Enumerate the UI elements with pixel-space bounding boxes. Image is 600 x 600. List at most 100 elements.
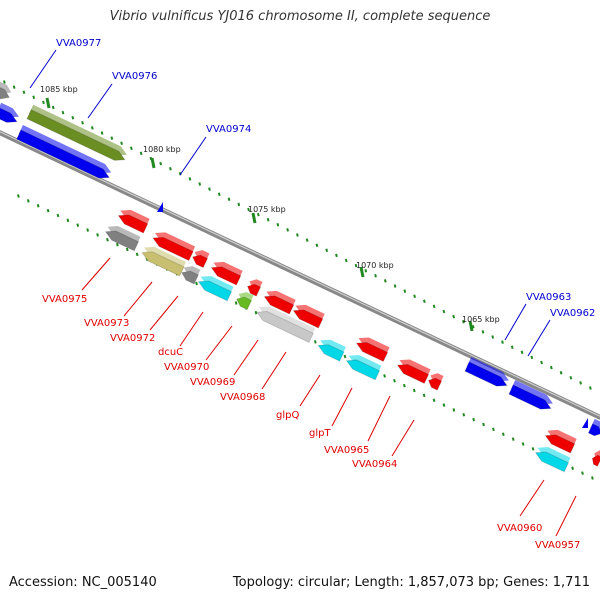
outer-tick [12,85,16,89]
inner-tick [86,228,90,232]
inner-tick [521,442,525,446]
gene-vva0973-leader [123,281,153,317]
gene-vva0963-label: VVA0963 [526,292,571,303]
gene-glpt-face [317,344,345,362]
gene-vva0977-band-top [28,104,127,156]
gene-vva0965-label: VVA0965 [324,445,369,456]
outer-tick [188,177,192,181]
outer-tick [110,136,114,140]
inner-tick [135,252,139,257]
gene-vva0972-leader [149,295,179,331]
gene-vva0968-leader [261,351,287,390]
gene-vva0976-leader [87,83,113,119]
outer-tick [315,243,319,247]
outer-tick [208,187,211,191]
gene-vva0973-label: VVA0973 [84,318,129,329]
gene-dcuc-face [210,266,242,286]
gene-vva0974-leader [179,136,207,176]
outer-tick [364,268,368,273]
gene-vva0968 [263,290,296,315]
inner-tick [383,374,386,378]
outer-tick [501,340,504,344]
gene-vva0965-band-face [345,359,381,381]
inner-tick [46,208,50,213]
outer-tick [266,217,270,222]
gene-gray-b-face [180,270,200,285]
inner-tick [501,432,505,436]
major-tick [468,320,474,332]
gene-glpq-label: glpQ [276,410,299,421]
gene-vva0972-face [141,251,185,277]
gene-vva0976-top [18,125,112,174]
gene-vva0970-leader [205,325,233,361]
gene-vva0976 [16,125,112,179]
inner-tick [531,447,535,451]
outer-tick [354,263,358,268]
outer-tick [227,197,231,202]
inner-tick [482,422,485,427]
gene-glpq-band [255,306,316,344]
gene-plus-face [0,107,18,123]
ruler-label: 1075 kbp [248,205,286,214]
outer-tick [335,253,338,258]
outer-tick [325,248,329,253]
gene-vva0968-label: VVA0968 [220,392,265,403]
inner-tick [472,417,476,422]
gene-vva0964-face [396,363,430,385]
gene-vva0960-band [534,447,571,473]
inner-tick [591,476,594,480]
gene-vva0963-face [464,361,508,387]
gene-dcuc [210,261,243,286]
major-tick [359,266,365,278]
inner-tick [36,203,40,208]
outer-tick [481,330,485,334]
gene-vva0964 [396,359,431,385]
gene-vva0960-band-face [534,451,570,473]
marker-triangle [582,418,588,428]
gene-vva0973-face [152,236,194,262]
summary-text: Topology: circular; Length: 1,857,073 bp… [232,575,590,590]
inner-tick [462,413,466,417]
outer-tick [442,309,446,314]
ruler-label: 1085 kbp [40,85,78,94]
backbone-line [0,129,600,421]
gene-small-b-face [246,283,262,297]
outer-tick [3,80,6,84]
gene-vva0963 [464,357,509,387]
inner-tick [125,247,129,252]
ruler-label: 1070 kbp [356,261,394,270]
gene-vva0972 [141,246,187,277]
outer-tick [256,212,260,217]
gene-vva0962-label: VVA0962 [550,308,595,319]
outer-tick [423,299,426,304]
gene-vva0975-leader [81,257,111,291]
outer-tick [510,345,514,349]
accession-text: Accession: NC_005140 [9,575,157,590]
inner-tick [56,213,60,218]
outer-tick [286,228,289,232]
outer-tick [32,95,36,100]
outer-tick [120,141,123,145]
gene-edge-plus [587,418,600,437]
gene-glpq-leader [299,374,321,407]
outer-tick [540,360,543,365]
gene-vva0960-face [544,434,576,454]
inner-tick [195,281,198,286]
gene-glpt-leader [331,387,353,427]
gene-small-b [246,279,263,297]
major-tick [251,212,257,224]
inner-tick [452,408,456,412]
gene-vva0977-label: VVA0977 [56,38,101,49]
inner-tick [234,301,238,305]
outer-tick [130,146,133,151]
outer-tick [71,115,75,120]
gene-glpt-label: glpT [309,428,331,439]
outer-tick [549,365,553,370]
gene-vva0977-leader [29,49,57,89]
gene-plus [0,102,19,123]
gene-vva0977-band [26,104,127,161]
gene-vva0964-label: VVA0964 [352,459,397,470]
major-tick [150,157,156,169]
gene-vva0960 [544,429,577,454]
